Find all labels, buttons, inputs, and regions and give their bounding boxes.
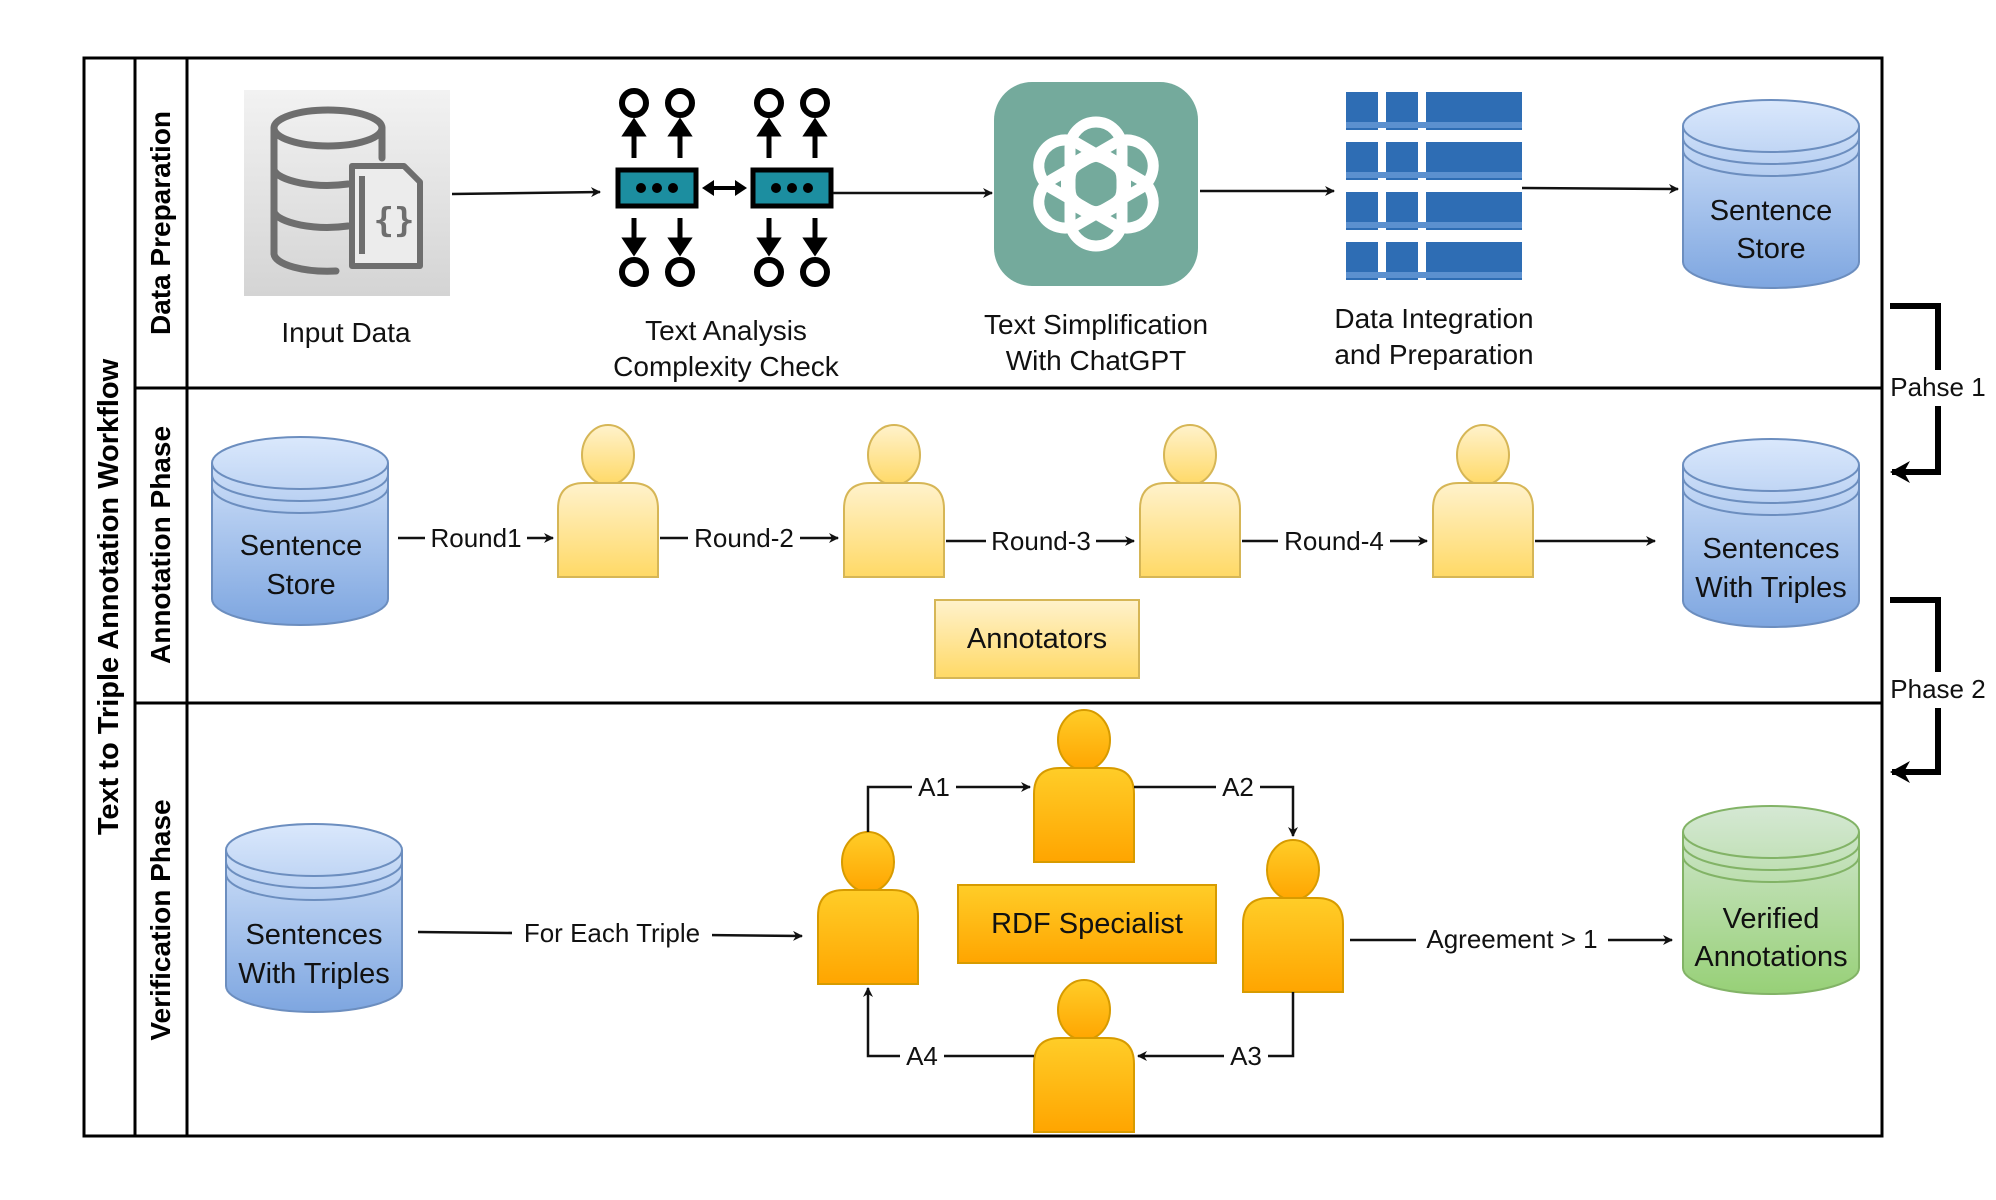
phase1-label: Pahse 1: [1890, 372, 1985, 402]
lane-title-annotation-phase: Annotation Phase: [145, 426, 176, 664]
verified-annotations-cylinder: [1682, 805, 1860, 995]
edge-integration-to-store: [1521, 183, 1679, 194]
simplification-label-line1: Text Simplification: [984, 309, 1208, 340]
edge-a3: [1137, 992, 1295, 1061]
annotation-store-label-line2: Store: [266, 569, 335, 601]
rdf-specialist-label: RDF Specialist: [991, 908, 1183, 940]
edge-a1: [866, 782, 1031, 832]
workflow-title: Text to Triple Annotation Workflow: [93, 358, 125, 835]
text-analysis-label-line2: Complexity Check: [613, 351, 840, 382]
database-document-icon: {}: [244, 90, 450, 296]
a4-label: A4: [906, 1041, 938, 1071]
svg-text:{}: {}: [374, 201, 415, 241]
phase2-label: Phase 2: [1890, 674, 1985, 704]
edge-input-to-analysis: [451, 187, 601, 198]
annotation-store-label-line1: Sentence: [240, 530, 363, 562]
text-analysis-icon: [615, 88, 834, 287]
text-analysis-label-line1: Text Analysis: [645, 315, 807, 346]
verified-label-line1: Verified: [1723, 903, 1820, 935]
annotators-box: [934, 599, 1140, 679]
data-integration-icon: [1346, 92, 1522, 280]
round2-label: Round-2: [694, 523, 794, 553]
edge-a2: [1134, 785, 1298, 837]
lane-title-data-preparation: Data Preparation: [145, 111, 176, 335]
a3-label: A3: [1230, 1041, 1262, 1071]
input-data-label: Input Data: [281, 317, 411, 348]
annotation-output-label-line1: Sentences: [1702, 533, 1839, 565]
verification-input-label-line1: Sentences: [245, 919, 382, 951]
agreement-label: Agreement > 1: [1426, 924, 1597, 954]
annotators-label: Annotators: [967, 623, 1107, 655]
round1-label: Round1: [430, 523, 521, 553]
a1-label: A1: [918, 772, 950, 802]
annotator-1-person-icon: [557, 424, 659, 578]
specialist-right-person-icon: [1242, 839, 1344, 993]
annotator-4-person-icon: [1432, 424, 1534, 578]
integration-label-line1: Data Integration: [1334, 303, 1533, 334]
integration-label-line2: and Preparation: [1334, 339, 1533, 370]
specialist-left-person-icon: [817, 831, 919, 985]
sentence-store-label-line2: Store: [1736, 233, 1805, 265]
for-each-triple-label: For Each Triple: [524, 918, 700, 948]
lane-title-verification-phase: Verification Phase: [145, 799, 176, 1040]
workflow-frame: [82, 56, 1884, 1138]
sentence-store-label-line1: Sentence: [1710, 195, 1833, 227]
verified-label-line2: Annotations: [1694, 941, 1847, 973]
simplification-label-line2: With ChatGPT: [1006, 345, 1186, 376]
annotator-2-person-icon: [843, 424, 945, 578]
edge-a4: [863, 987, 1034, 1058]
annotator-3-person-icon: [1139, 424, 1241, 578]
annotation-output-label-line2: With Triples: [1695, 572, 1846, 604]
specialist-top-person-icon: [1033, 709, 1135, 863]
round4-label: Round-4: [1284, 526, 1384, 556]
specialist-bottom-person-icon: [1033, 979, 1135, 1133]
a2-label: A2: [1222, 772, 1254, 802]
verification-input-label-line2: With Triples: [238, 958, 389, 990]
chatgpt-icon: [994, 82, 1198, 286]
rdf-specialist-box: [957, 884, 1217, 964]
round3-label: Round-3: [991, 526, 1091, 556]
